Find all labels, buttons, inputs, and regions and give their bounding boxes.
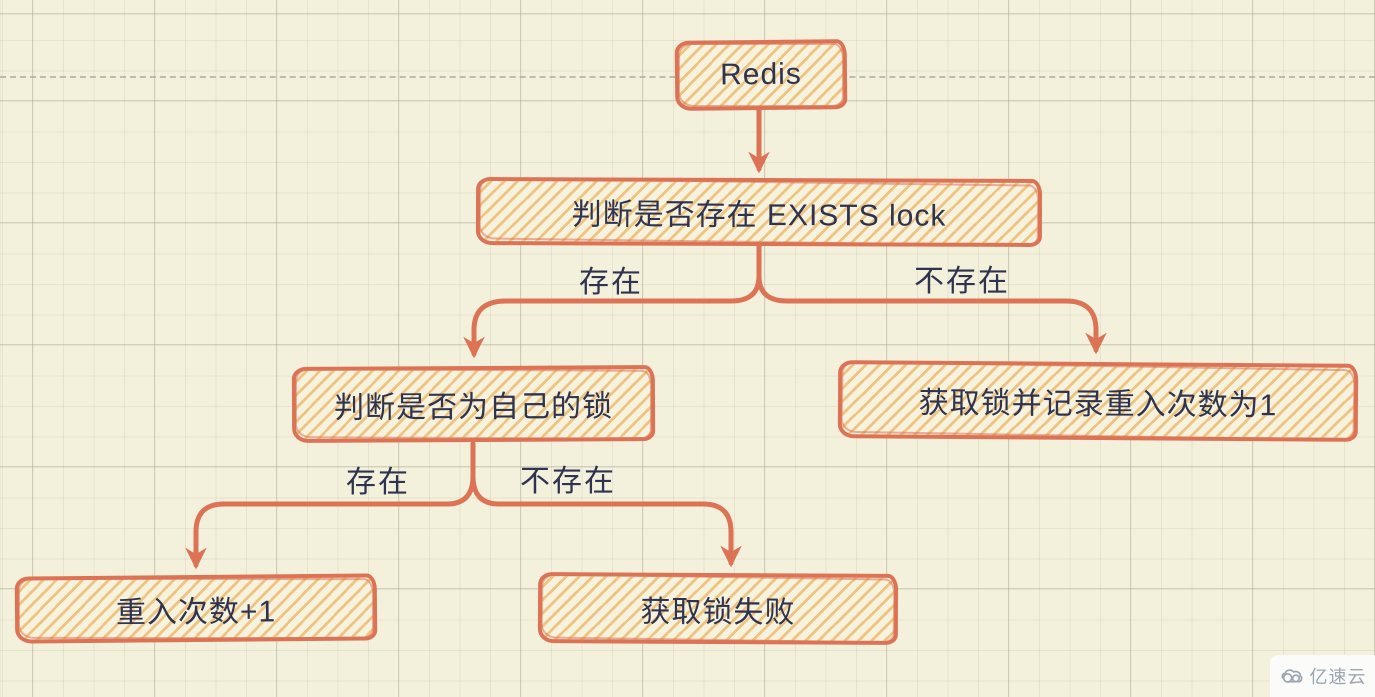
- node-check-exists: 判断是否存在 EXISTS lock: [475, 177, 1043, 247]
- edge-label-exists-level1: 存在: [579, 266, 643, 299]
- node-check-exists-label: 判断是否存在 EXISTS lock: [571, 198, 947, 233]
- node-redis: Redis: [674, 39, 848, 111]
- watermark-badge: 亿速云: [1270, 655, 1375, 697]
- node-acquire-fail-label: 获取锁失败: [640, 595, 796, 629]
- node-reentry-increment: 重入次数+1: [14, 573, 378, 644]
- node-check-own-label: 判断是否为自己的锁: [333, 390, 614, 425]
- node-acquire-lock-label: 获取锁并记录重入次数为1: [918, 386, 1278, 423]
- edge-label-not-exists-level2: 不存在: [520, 465, 616, 498]
- node-redis-label: Redis: [719, 57, 803, 92]
- edge-check-own-to-reentry: [185, 441, 476, 570]
- node-acquire-fail: 获取锁失败: [537, 572, 899, 645]
- edge-label-exists-level2: 存在: [346, 466, 410, 499]
- node-reentry-increment-label: 重入次数+1: [115, 594, 277, 630]
- cloud-logo-icon: [1280, 669, 1302, 683]
- node-acquire-lock: 获取锁并记录重入次数为1: [837, 360, 1359, 442]
- node-check-own: 判断是否为自己的锁: [291, 365, 656, 443]
- watermark-label: 亿速云: [1309, 667, 1367, 687]
- edge-label-not-exists-level1: 不存在: [914, 265, 1010, 298]
